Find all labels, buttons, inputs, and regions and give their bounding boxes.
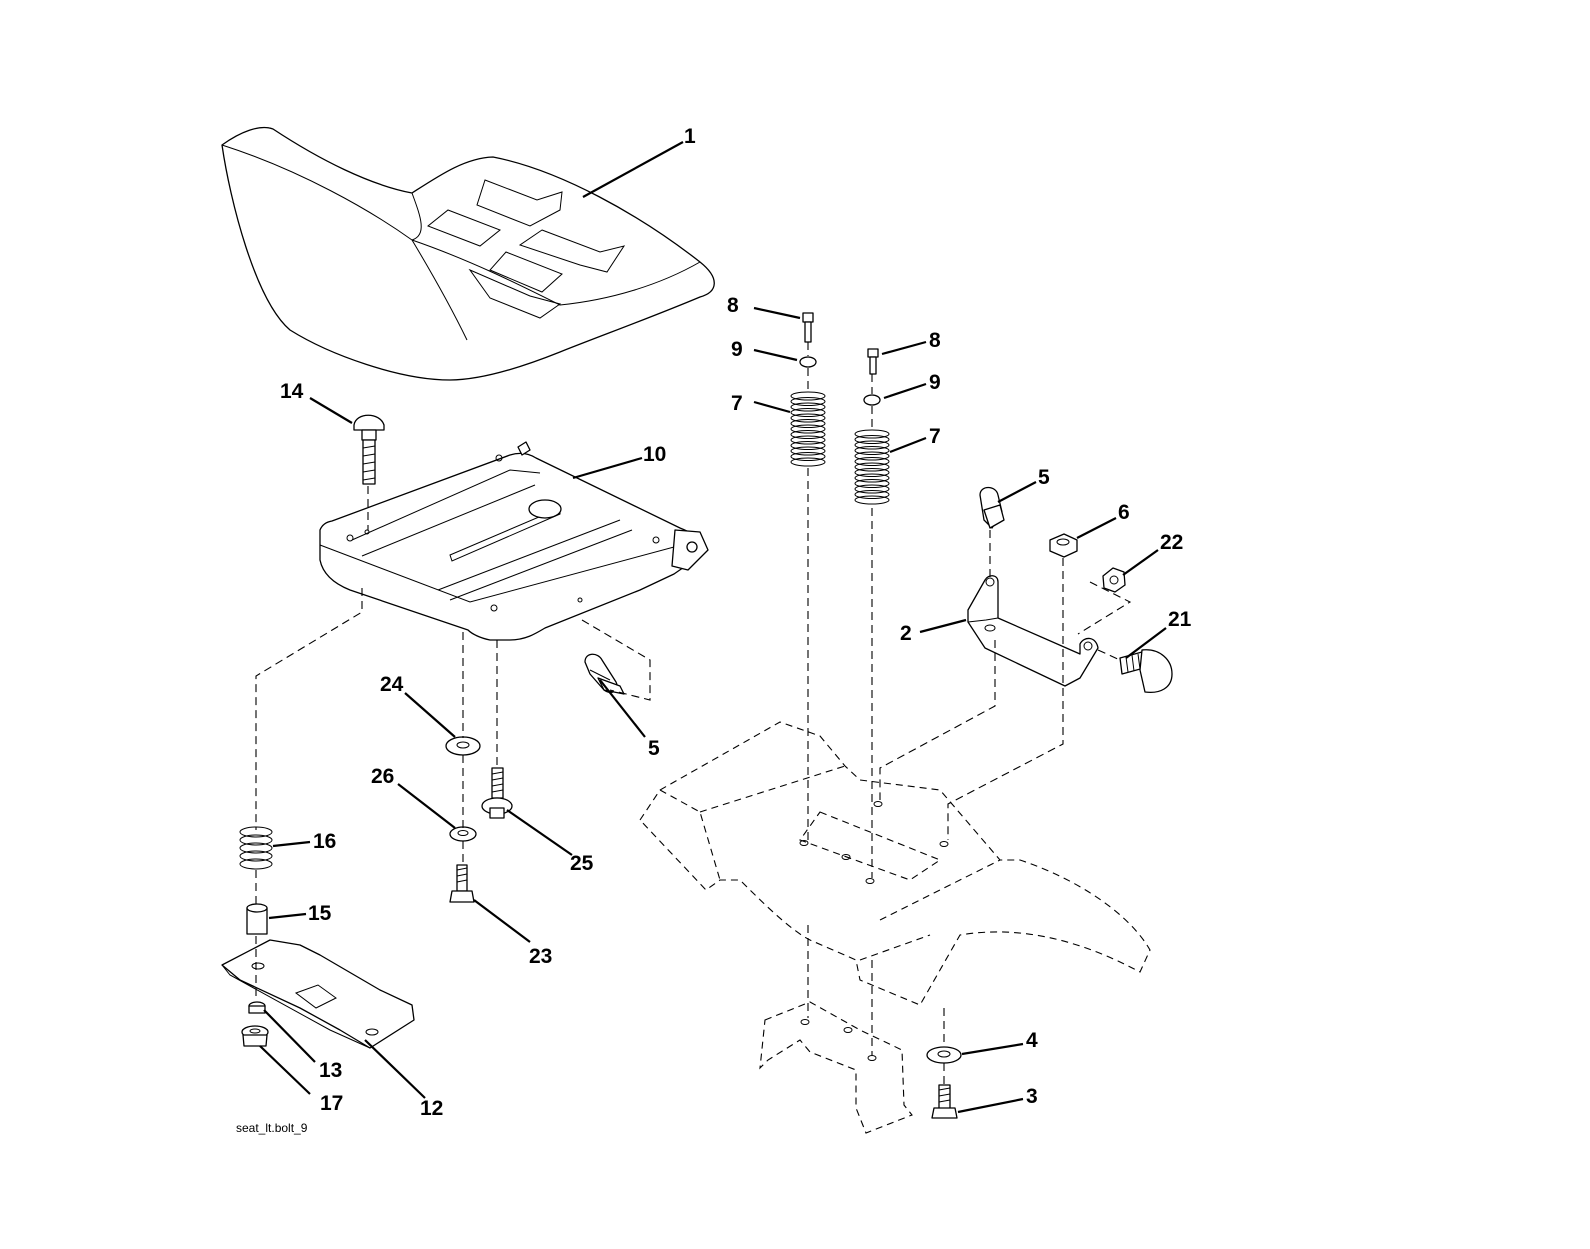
carriage-bolt (353, 414, 385, 485)
spring-coil-turn (790, 397, 826, 406)
callout-8-right: 8 (929, 329, 941, 352)
spring-coil-turn (854, 490, 890, 499)
screw-8-right (867, 348, 879, 375)
lock-washer-26 (449, 826, 477, 842)
callout-24: 24 (380, 673, 404, 696)
callout-3: 3 (1026, 1085, 1038, 1108)
spring-coil-turn (790, 435, 826, 445)
washer-13 (248, 1001, 266, 1014)
callout-1: 1 (684, 125, 696, 148)
callout-2: 2 (900, 622, 912, 645)
leader-lines (259, 141, 1167, 1114)
spring-coil-turn (790, 446, 826, 456)
callout-9-left: 9 (731, 338, 743, 361)
callout-10: 10 (643, 443, 666, 466)
spring-coil-turn (854, 457, 890, 466)
callout-4: 4 (1026, 1029, 1038, 1052)
spring-coil-turn (790, 430, 826, 439)
spring-16 (239, 826, 273, 870)
spring-coil-turn (790, 419, 826, 428)
spring-coil-turn (854, 429, 890, 439)
screw-8-left (802, 312, 814, 343)
callout-labels: 1 14 10 5 24 26 25 23 16 15 13 12 17 8 9… (280, 125, 1192, 1120)
spring-coil-turn (854, 484, 890, 494)
callout-26: 26 (371, 765, 394, 788)
spring-coil-turn (790, 452, 826, 461)
flange-nut-17 (241, 1025, 269, 1047)
callout-17: 17 (320, 1092, 343, 1115)
hex-bolt-23 (449, 864, 475, 903)
callout-8-left: 8 (727, 294, 739, 317)
callout-9-right: 9 (929, 371, 941, 394)
hex-nut-6 (1049, 533, 1078, 558)
spring-coil-turn (854, 451, 890, 461)
callout-25: 25 (570, 852, 594, 875)
tractor-frame-phantom (639, 721, 1151, 1134)
spring-coil-turn (854, 468, 890, 477)
callout-22: 22 (1160, 531, 1183, 554)
spring-coil-turn (790, 408, 826, 417)
spring-coil-turn (790, 457, 826, 467)
spring-coil-turn (854, 435, 890, 444)
hex-bolt-3 (931, 1084, 958, 1119)
wire-clip-left (584, 653, 625, 695)
spring-coil-turn (790, 413, 826, 423)
callout-21: 21 (1168, 608, 1192, 631)
callout-5-left: 5 (648, 737, 660, 760)
spring-7-left (790, 391, 826, 467)
washer-9-left (799, 356, 817, 368)
shoulder-bolt (481, 767, 513, 819)
spacer-15 (246, 903, 268, 935)
washer-24 (445, 736, 481, 756)
spring-coil-turn (790, 424, 826, 434)
callout-13: 13 (319, 1059, 342, 1082)
spring-coil-turn (790, 402, 826, 412)
alignment-lines (255, 342, 1132, 1085)
spring-coil-turn (790, 441, 826, 450)
spring-coil-turn (854, 479, 890, 488)
callout-6: 6 (1118, 501, 1130, 524)
spring-coil-turn (854, 495, 890, 505)
lock-nut-22 (1102, 567, 1126, 593)
seat-pan (319, 441, 709, 641)
callout-7-right: 7 (929, 425, 941, 448)
seat-bracket (967, 575, 1099, 687)
spring-coil-turn (854, 473, 890, 483)
callout-14: 14 (280, 380, 304, 403)
spring-7-right (854, 429, 890, 505)
callout-5-right: 5 (1038, 466, 1050, 489)
washer-9-right (863, 394, 881, 406)
seat (221, 126, 715, 381)
callout-16: 16 (313, 830, 336, 853)
spring-coil-turn (854, 446, 890, 455)
diagram-caption: seat_lt.bolt_9 (236, 1121, 308, 1135)
spring-coil-turn (854, 462, 890, 472)
callout-7-left: 7 (731, 392, 743, 415)
bracket-plate (221, 939, 415, 1049)
spring-coil-turn (854, 440, 890, 450)
wire-clip-right (979, 486, 1005, 529)
callout-23: 23 (529, 945, 552, 968)
washer-4 (926, 1046, 962, 1064)
callout-15: 15 (308, 902, 332, 925)
spring-coil-turn (790, 391, 826, 401)
callout-12: 12 (420, 1097, 443, 1120)
